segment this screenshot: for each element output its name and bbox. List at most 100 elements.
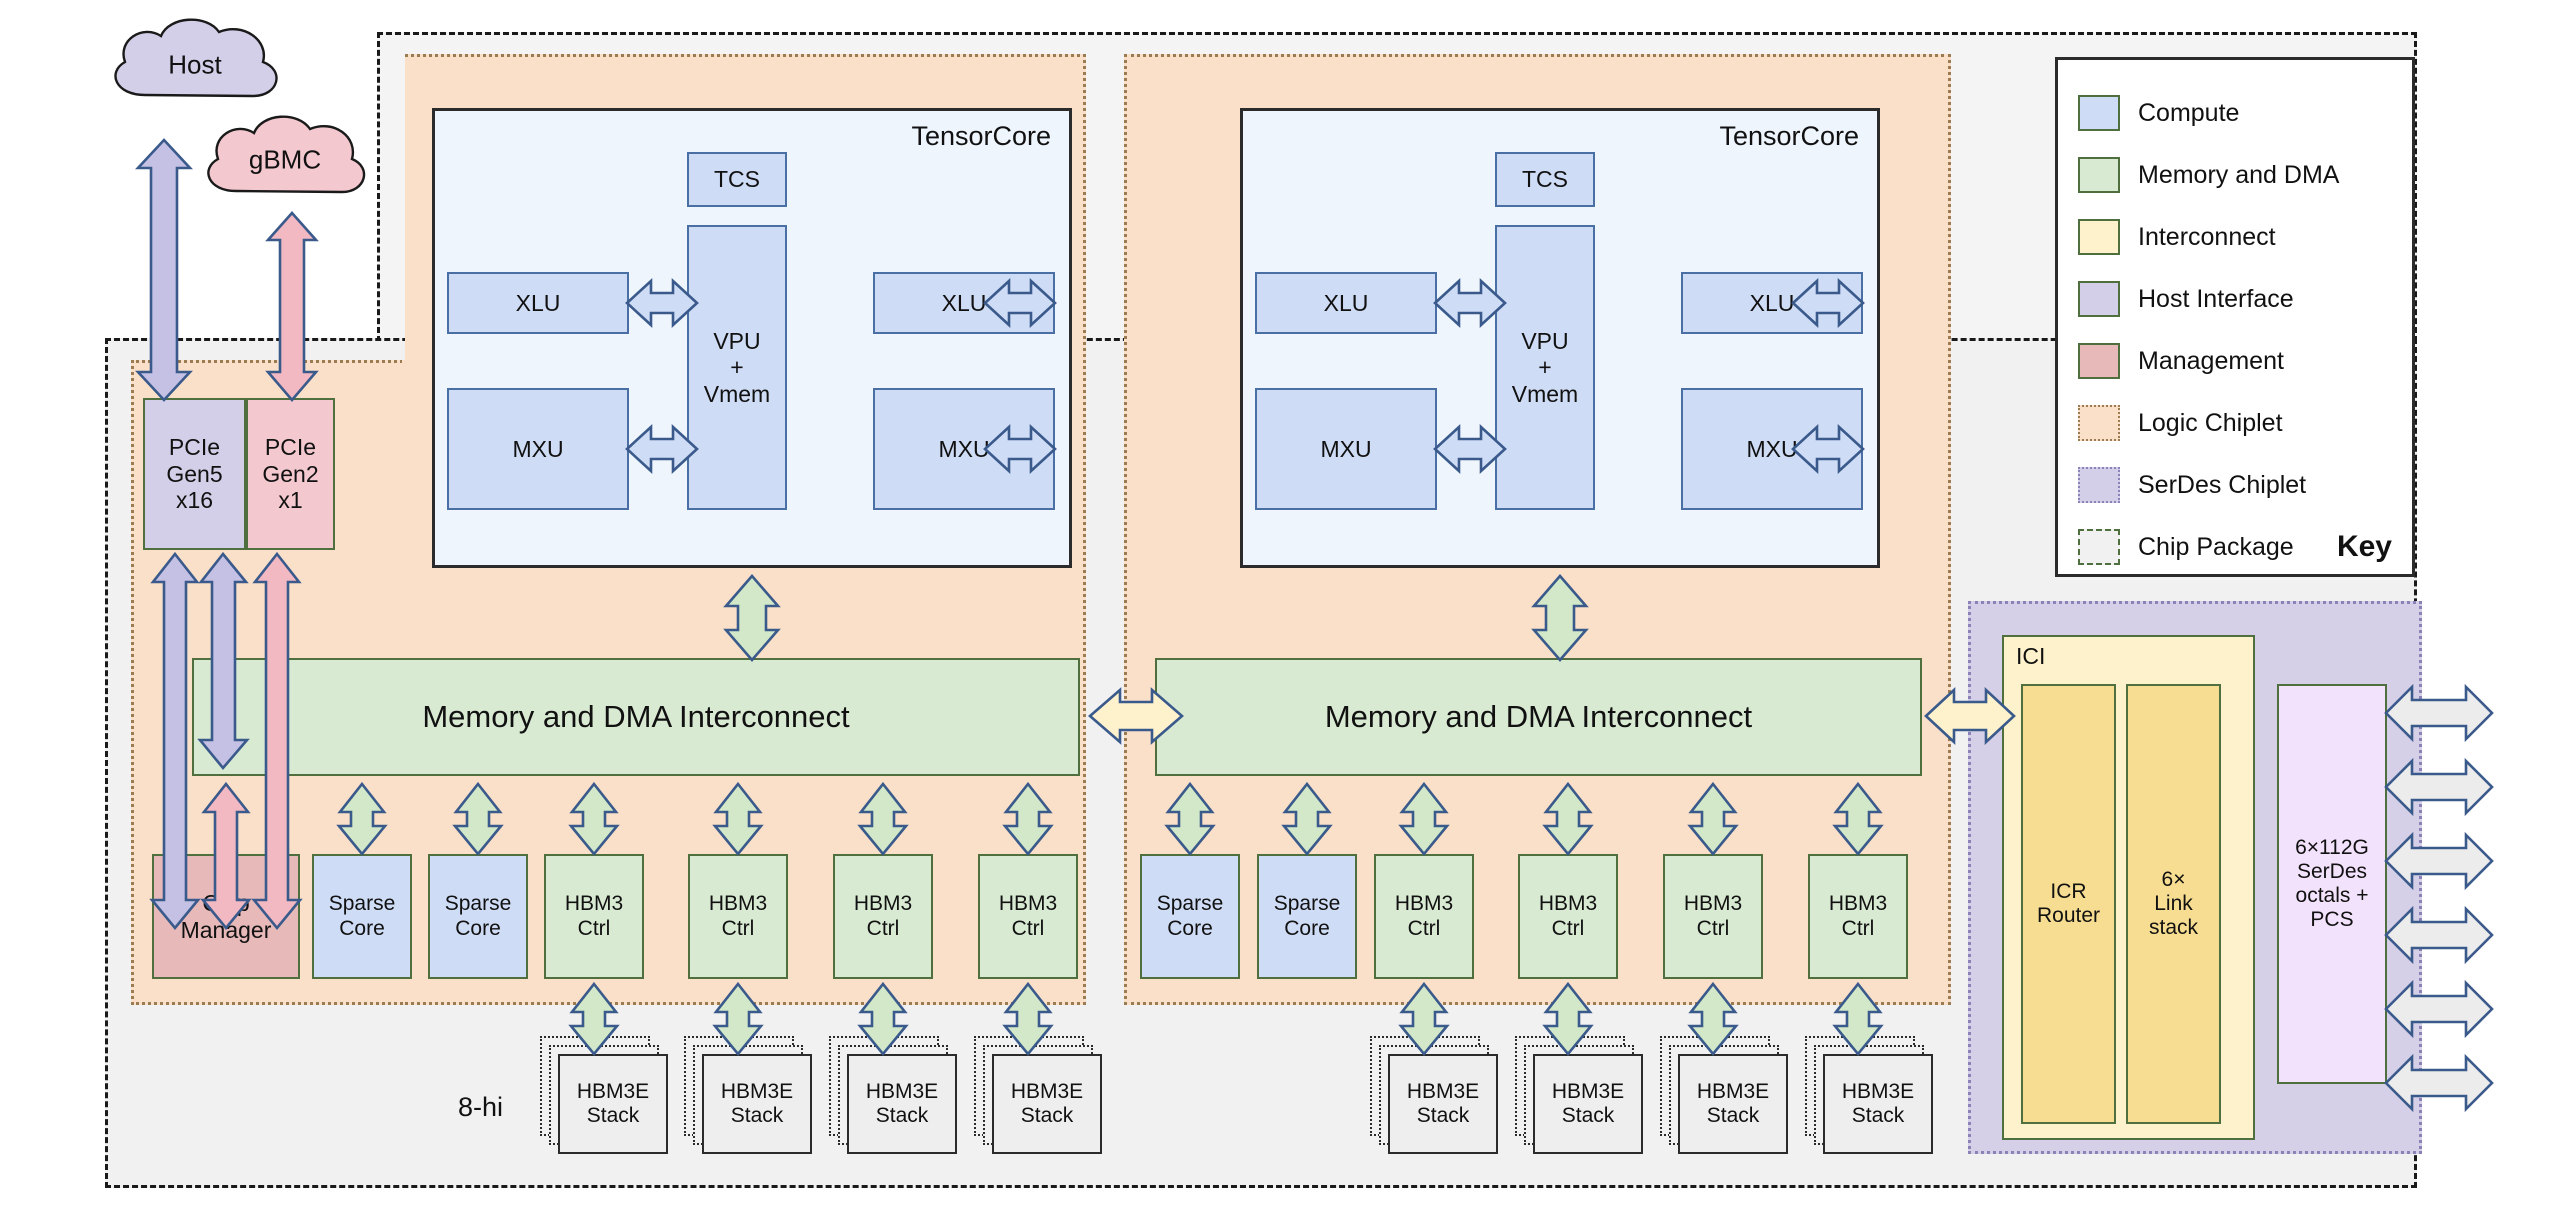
mxu-left-east[interactable]: MXU: [873, 388, 1055, 510]
hbm3e-stack-r2[interactable]: HBM3E Stack: [1533, 1054, 1643, 1154]
legend-item-management: Management: [2078, 330, 2392, 392]
hbm3-ctrl-l1-line-1: HBM3: [564, 892, 624, 916]
serdes-line-3: octals +: [2295, 884, 2369, 907]
hbm3e-stack-l3[interactable]: HBM3E Stack: [847, 1054, 957, 1154]
serdes-octals-pcs[interactable]: 6×112G SerDes octals + PCS: [2277, 684, 2387, 1084]
chip-manager-line-2: Manager: [180, 916, 272, 943]
vpu-left-line-2: +: [730, 354, 744, 381]
sparse-core-l2[interactable]: Sparse Core: [428, 854, 528, 979]
xlu-right-east[interactable]: XLU: [1681, 272, 1863, 334]
vpu-right-line-2: +: [1538, 354, 1552, 381]
vpu-right-line-3: Vmem: [1511, 380, 1579, 407]
sparse-core-r1-line-1: Sparse: [1156, 892, 1224, 916]
hbm3-ctrl-r2[interactable]: HBM3 Ctrl: [1518, 854, 1618, 979]
pcie-gen5-line-3: x16: [175, 487, 214, 514]
legend-label-management: Management: [2138, 346, 2284, 375]
hbm3e-stack-l1[interactable]: HBM3E Stack: [558, 1054, 668, 1154]
hbm3e-stack-r4[interactable]: HBM3E Stack: [1823, 1054, 1933, 1154]
host-cloud-label: Host: [168, 49, 222, 80]
chip-manager[interactable]: Chip Manager: [152, 854, 300, 979]
legend-swatch-memory-and-dma: [2078, 157, 2120, 193]
hbm3e-stack-r2-line-1: HBM3E: [1551, 1079, 1625, 1103]
legend-label-host-interface: Host Interface: [2138, 284, 2294, 313]
serdes-line-1: 6×112G: [2295, 835, 2369, 859]
gbmc-cloud: gBMC: [190, 105, 380, 215]
hbm3-ctrl-l4[interactable]: HBM3 Ctrl: [978, 854, 1078, 979]
hbm3-ctrl-r1-line-1: HBM3: [1394, 892, 1454, 916]
memory-dma-interconnect-right[interactable]: Memory and DMA Interconnect: [1155, 658, 1922, 776]
pcie-gen5-block[interactable]: PCIe Gen5 x16: [143, 398, 246, 550]
legend-title: Key: [2336, 530, 2392, 563]
hbm3e-stack-r3-line-2: Stack: [1706, 1104, 1760, 1127]
pcie-gen2-line-2: Gen2: [262, 460, 319, 487]
tcs-right[interactable]: TCS: [1495, 152, 1595, 207]
sparse-core-l1-line-1: Sparse: [328, 892, 396, 916]
pcie-gen5-line-1: PCIe: [168, 434, 221, 461]
legend-item-host-interface: Host Interface: [2078, 268, 2392, 330]
hbm3-ctrl-r3[interactable]: HBM3 Ctrl: [1663, 854, 1763, 979]
sparse-core-r2-line-2: Core: [1284, 916, 1330, 940]
hbm3-ctrl-l2-line-1: HBM3: [708, 892, 768, 916]
mxu-left-west[interactable]: MXU: [447, 388, 629, 510]
hbm3e-stack-r1-line-2: Stack: [1416, 1104, 1470, 1127]
hbm3e-stack-r4-line-2: Stack: [1851, 1104, 1905, 1127]
sparse-core-l1[interactable]: Sparse Core: [312, 854, 412, 979]
hbm3-ctrl-r1[interactable]: HBM3 Ctrl: [1374, 854, 1474, 979]
hbm3e-stack-r3[interactable]: HBM3E Stack: [1678, 1054, 1788, 1154]
legend-item-compute: Compute: [2078, 82, 2392, 144]
tcs-left[interactable]: TCS: [687, 152, 787, 207]
xlu-left-west[interactable]: XLU: [447, 272, 629, 334]
legend-item-interconnect: Interconnect: [2078, 206, 2392, 268]
sparse-core-r1-line-2: Core: [1167, 916, 1213, 940]
sparse-core-r1[interactable]: Sparse Core: [1140, 854, 1240, 979]
hbm3e-stack-l4[interactable]: HBM3E Stack: [992, 1054, 1102, 1154]
hbm3e-stack-l3-line-2: Stack: [875, 1104, 929, 1127]
legend-item-chip-package: Chip Package: [2078, 516, 2392, 578]
mxu-right-east[interactable]: MXU: [1681, 388, 1863, 510]
legend-swatch-management: [2078, 343, 2120, 379]
hbm3-ctrl-r4[interactable]: HBM3 Ctrl: [1808, 854, 1908, 979]
hbm3e-stack-l2-line-1: HBM3E: [720, 1079, 794, 1103]
link-stack[interactable]: 6× Link stack: [2126, 684, 2221, 1124]
hbm3e-stack-r3-line-1: HBM3E: [1696, 1079, 1770, 1103]
vpu-vmem-right[interactable]: VPU + Vmem: [1495, 225, 1595, 510]
legend-label-interconnect: Interconnect: [2138, 222, 2276, 251]
legend-swatch-host-interface: [2078, 281, 2120, 317]
hbm3-ctrl-l3-line-1: HBM3: [853, 892, 913, 916]
hbm3-ctrl-l2[interactable]: HBM3 Ctrl: [688, 854, 788, 979]
legend-item-logic-chiplet: Logic Chiplet: [2078, 392, 2392, 454]
hbm3-ctrl-l3[interactable]: HBM3 Ctrl: [833, 854, 933, 979]
hbm-depth-label: 8-hi: [458, 1092, 504, 1122]
hbm3-ctrl-l1-line-2: Ctrl: [577, 916, 611, 940]
hbm3-ctrl-r1-line-2: Ctrl: [1407, 916, 1441, 940]
gbmc-cloud-label: gBMC: [248, 144, 322, 175]
hbm3e-stack-l4-line-2: Stack: [1020, 1104, 1074, 1127]
xlu-right-west[interactable]: XLU: [1255, 272, 1437, 334]
hbm3-ctrl-l4-line-1: HBM3: [998, 892, 1058, 916]
pcie-gen5-line-2: Gen5: [166, 460, 223, 487]
hbm3e-stack-r1-line-1: HBM3E: [1406, 1079, 1480, 1103]
icr-router[interactable]: ICR Router: [2021, 684, 2116, 1124]
link-stack-line-2: Link: [2154, 891, 2193, 915]
serdes-line-4: PCS: [2310, 908, 2354, 932]
hbm3-ctrl-l1[interactable]: HBM3 Ctrl: [544, 854, 644, 979]
xlu-left-east[interactable]: XLU: [873, 272, 1055, 334]
legend-swatch-compute: [2078, 95, 2120, 131]
mxu-right-west[interactable]: MXU: [1255, 388, 1437, 510]
serdes-line-2: SerDes: [2296, 859, 2368, 883]
hbm3e-stack-l1-line-2: Stack: [586, 1104, 640, 1127]
icr-router-line-1: ICR: [2050, 879, 2087, 903]
legend-label-logic-chiplet: Logic Chiplet: [2138, 408, 2283, 437]
memory-dma-interconnect-left[interactable]: Memory and DMA Interconnect: [192, 658, 1080, 776]
sparse-core-l2-line-1: Sparse: [444, 892, 512, 916]
sparse-core-r2[interactable]: Sparse Core: [1257, 854, 1357, 979]
vpu-vmem-left[interactable]: VPU + Vmem: [687, 225, 787, 510]
vpu-left-line-1: VPU: [713, 327, 761, 354]
pcie-gen2-block[interactable]: PCIe Gen2 x1: [246, 398, 335, 550]
hbm3-ctrl-r3-line-1: HBM3: [1683, 892, 1743, 916]
legend-swatch-logic-chiplet: [2078, 405, 2120, 441]
hbm3e-stack-l2[interactable]: HBM3E Stack: [702, 1054, 812, 1154]
legend-swatch-chip-package: [2078, 529, 2120, 565]
hbm3e-stack-r1[interactable]: HBM3E Stack: [1388, 1054, 1498, 1154]
hbm3-ctrl-l2-line-2: Ctrl: [721, 916, 755, 940]
